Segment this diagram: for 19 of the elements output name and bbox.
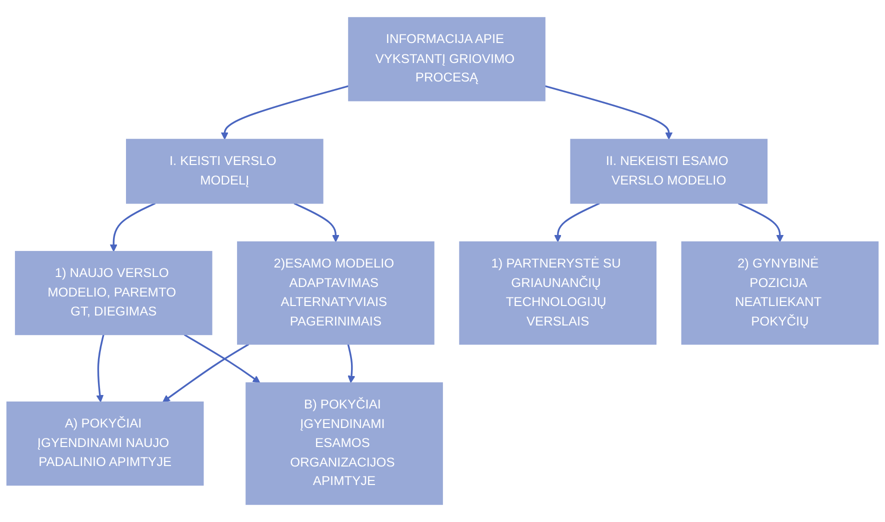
node-box: INFORMACIJA APIE VYKSTANTĮ GRIOVIMO PROCESĄ — [348, 17, 546, 102]
arrow — [554, 202, 600, 242]
arrow — [738, 202, 784, 242]
arrow — [162, 344, 250, 402]
node-box: 1) NAUJO VERSLO MODELIO, PAREMTO GT, DIEGIMAS — [14, 250, 212, 336]
node-box: 2)ESAMO MODELIO ADAPTAVIMAS ALTERNATYVIAIS PAGERINIMAIS — [237, 241, 434, 345]
node-box: 2) GYNYBINĖ POZICIJA NEATLIEKANT POKYČIŲ — [681, 241, 879, 345]
node-box: B) POKYČIAI ĮGYENDINAMI ESAMOS ORGANIZACIJOS APIMTYJE — [246, 382, 443, 505]
arrow — [96, 334, 104, 402]
node-box: II. NEKEISTI ESAMO VERSLO MODELIO — [570, 138, 768, 204]
arrow — [544, 85, 673, 140]
node-box: A) POKYČIAI ĮGYENDINAMI NAUJO PADALINIO APIMTYJE — [6, 402, 204, 486]
node-box: I. KEISTI VERSLO MODELĮ — [126, 138, 324, 204]
node-box: 1) PARTNERYSTĖ SU GRIAUNANČIŲ TECHNOLOGIJŲ VERSLAIS — [459, 241, 656, 345]
arrow — [347, 344, 356, 384]
arrow — [294, 202, 340, 242]
arrow — [220, 85, 349, 140]
arrow — [110, 202, 156, 252]
arrow — [184, 334, 260, 384]
